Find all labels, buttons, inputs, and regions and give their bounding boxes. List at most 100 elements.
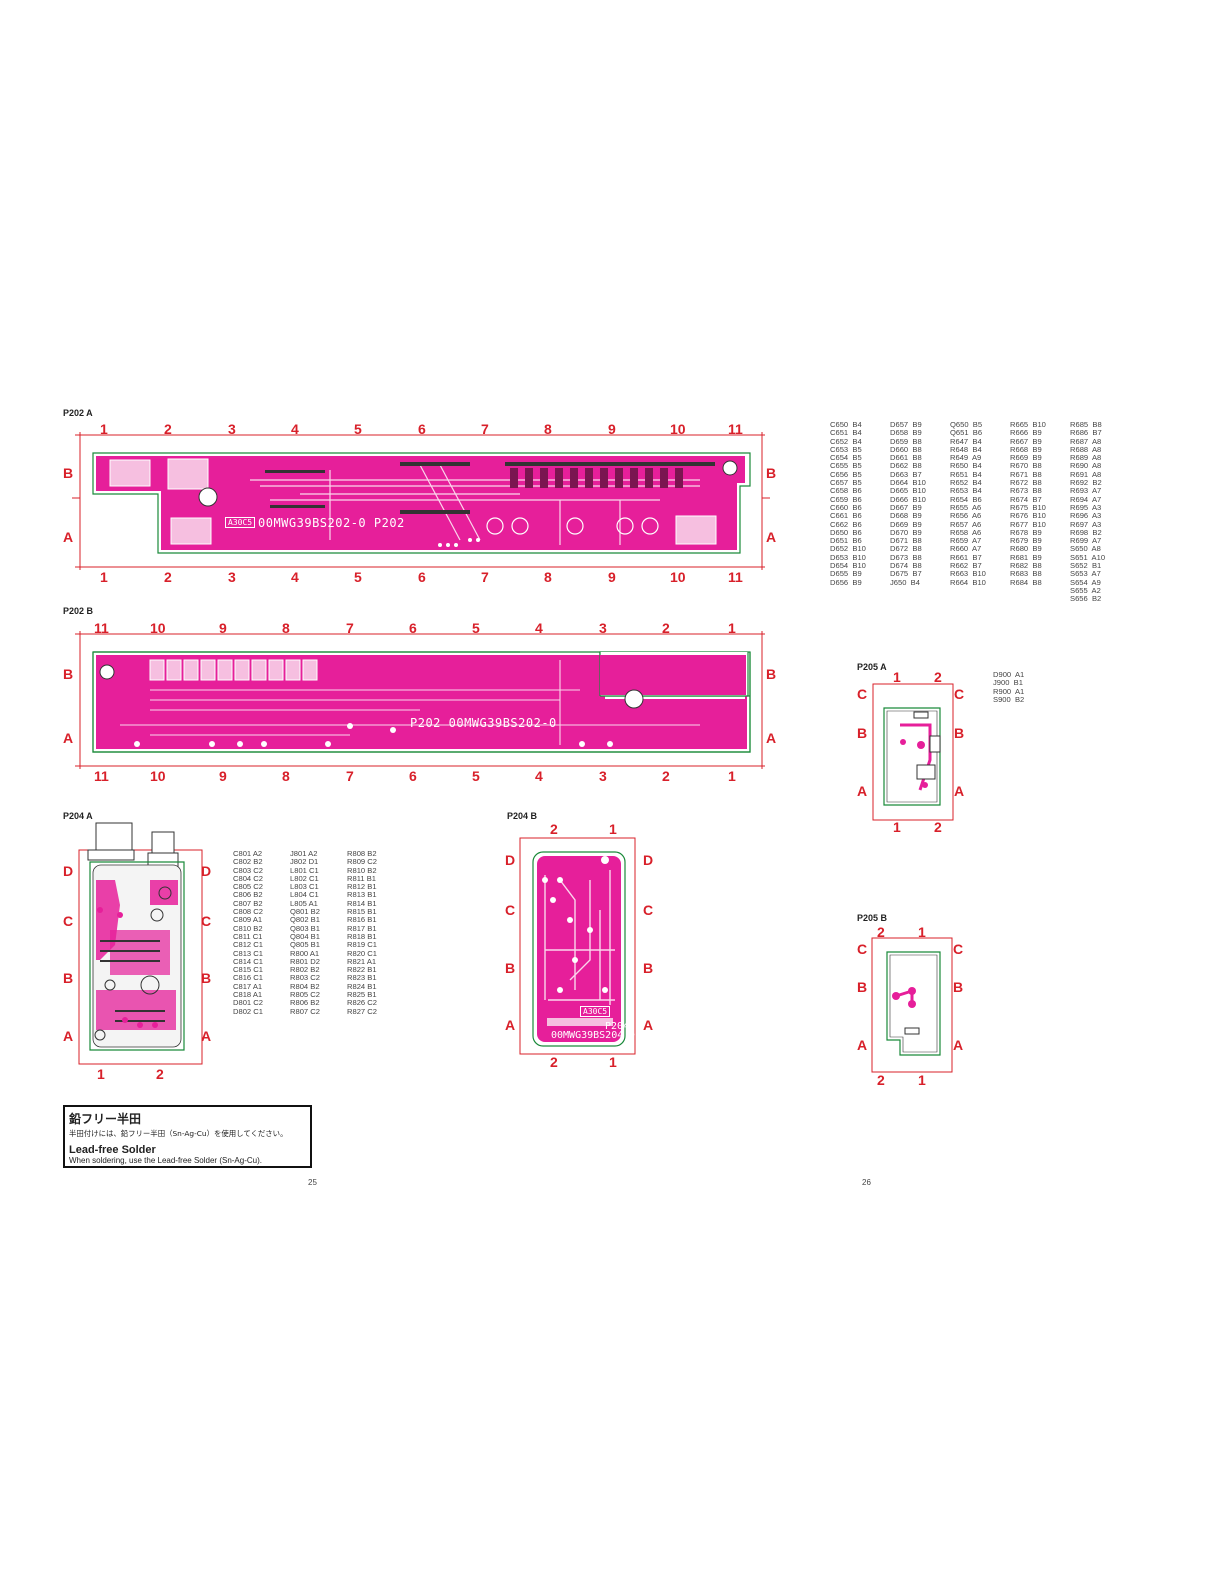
page-number-right: 26 — [862, 1178, 871, 1187]
p205a-row-b-right: B — [954, 725, 965, 741]
p202a-col-11-bottom: 11 — [728, 569, 743, 585]
p205-parts-list: D900 A1 J900 B1 R900 A1 S900 B2 — [993, 670, 1025, 704]
p202a-row-b-right: B — [766, 465, 777, 481]
p204-parts-col-1: C801 A2 C802 B2 C803 C2 C804 C2 C805 C2 … — [233, 849, 263, 1016]
p202-parts-col-3: Q650 B5 Q651 B6 R647 B4 R648 B4 R649 A9 … — [950, 420, 986, 587]
p202a-col-8-bottom: 8 — [544, 569, 552, 585]
p202b-col-11-bottom: 11 — [94, 768, 109, 784]
p202b-col-2-bottom: 2 — [662, 768, 670, 784]
p204b-col-1-bottom: 1 — [609, 1054, 617, 1070]
p204a-row-a-right: A — [201, 1028, 212, 1044]
p202a-row-b-left: B — [63, 465, 74, 481]
lead-free-notice: 鉛フリー半田 半田付けには、鉛フリー半田（Sn-Ag-Cu）を使用してください。… — [63, 1105, 312, 1168]
p204b-row-a-left: A — [505, 1017, 516, 1033]
p204a-row-a-left: A — [63, 1028, 74, 1044]
p202b-row-b-left: B — [63, 666, 74, 682]
p205a-row-b-left: B — [857, 725, 868, 741]
p204b-row-d-right: D — [643, 852, 654, 868]
p202a-col-10-bottom: 10 — [670, 569, 686, 585]
panel-title-p202b: P202 B — [63, 606, 94, 616]
p202a-chip-label: A30C5 — [225, 517, 256, 528]
p202b-col-4-top: 4 — [535, 620, 543, 636]
p205a-row-a-left: A — [857, 783, 868, 799]
panel-title-p204a: P204 A — [63, 811, 93, 821]
p202a-col-4-bottom: 4 — [291, 569, 299, 585]
p202b-col-3-bottom: 3 — [599, 768, 607, 784]
p202-parts-col-5: R685 B8 R686 B7 R687 A8 R688 A8 R689 A8 … — [1070, 420, 1106, 604]
p204b-col-2-bottom: 2 — [550, 1054, 558, 1070]
p205b-col-2-bottom: 2 — [877, 1072, 885, 1088]
p205b-col-1-top: 1 — [918, 924, 926, 940]
p204a-row-c-right: C — [201, 913, 212, 929]
p204a-row-c-left: C — [63, 913, 74, 929]
panel-title-p204b: P204 B — [507, 811, 538, 821]
p202b-col-3-top: 3 — [599, 620, 607, 636]
p204-parts-col-3: R808 B2 R809 C2 R810 B2 R811 B1 R812 B1 … — [347, 849, 377, 1016]
notice-jp-body: 半田付けには、鉛フリー半田（Sn-Ag-Cu）を使用してください。 — [69, 1129, 288, 1138]
p205b-col-2-top: 2 — [877, 924, 885, 940]
p202b-col-8-bottom: 8 — [282, 768, 290, 784]
panel-title-p202a: P202 A — [63, 408, 93, 418]
notice-en-title: Lead-free Solder — [69, 1144, 156, 1156]
notice-en-body: When soldering, use the Lead-free Solder… — [69, 1156, 262, 1165]
p202a-col-1-bottom: 1 — [100, 569, 108, 585]
p202a-col-7-bottom: 7 — [481, 569, 489, 585]
p202a-col-5-bottom: 5 — [354, 569, 362, 585]
p204a-col-1-bottom: 1 — [97, 1066, 105, 1082]
p204b-col-2-top: 2 — [550, 821, 558, 837]
p205b-row-b-left: B — [857, 979, 868, 995]
p205a-row-c-left: C — [857, 686, 868, 702]
p202a-col-11-top: 11 — [728, 421, 743, 437]
p202a-row-a-right: A — [766, 529, 777, 545]
p202b-col-7-top: 7 — [346, 620, 354, 636]
p205b-row-c-left: C — [857, 941, 868, 957]
p202a-col-4-top: 4 — [291, 421, 299, 437]
p202a-col-2-top: 2 — [164, 421, 172, 437]
p205b-row-b-right: B — [953, 979, 964, 995]
p204a-row-d-right: D — [201, 863, 212, 879]
p204a-row-b-left: B — [63, 970, 74, 986]
p202a-col-3-top: 3 — [228, 421, 236, 437]
p202b-col-6-top: 6 — [409, 620, 417, 636]
p202b-col-10-bottom: 10 — [150, 768, 166, 784]
p202-parts-col-4: R665 B10 R666 B9 R667 B9 R668 B9 R669 B9… — [1010, 420, 1046, 587]
page-number-left: 25 — [308, 1178, 317, 1187]
p202a-row-a-left: A — [63, 529, 74, 545]
p202b-col-9-bottom: 9 — [219, 768, 227, 784]
p205a-col-2-bottom: 2 — [934, 819, 942, 835]
p202a-board-code: 00MWG39BS202-0 P202 — [258, 516, 405, 530]
p202b-col-5-top: 5 — [472, 620, 480, 636]
p202a-col-6-bottom: 6 — [418, 569, 426, 585]
p202b-row-b-right: B — [766, 666, 777, 682]
p202-parts-col-2: D657 B9 D658 B9 D659 B8 D660 B8 D661 B8 … — [890, 420, 926, 587]
p205a-row-c-right: C — [954, 686, 965, 702]
p202b-row-a-left: A — [63, 730, 74, 746]
p204b-row-b-left: B — [505, 960, 516, 976]
p202b-col-10-top: 10 — [150, 620, 166, 636]
p202a-col-8-top: 8 — [544, 421, 552, 437]
p202-parts-col-1: C650 B4 C651 B4 C652 B4 C653 B5 C654 B5 … — [830, 420, 866, 587]
p205a-col-1-bottom: 1 — [893, 819, 901, 835]
p202b-col-2-top: 2 — [662, 620, 670, 636]
p204b-board-code: 00MWG39BS204 0 — [551, 1030, 636, 1041]
p205b-row-a-right: A — [953, 1037, 964, 1053]
p204a-row-b-right: B — [201, 970, 212, 986]
p202a-col-5-top: 5 — [354, 421, 362, 437]
p205b-col-1-bottom: 1 — [918, 1072, 926, 1088]
p202b-col-5-bottom: 5 — [472, 768, 480, 784]
p202b-row-a-right: A — [766, 730, 777, 746]
p204b-row-c-right: C — [643, 902, 654, 918]
p202b-col-1-top: 1 — [728, 620, 736, 636]
p205a-col-2-top: 2 — [934, 669, 942, 685]
p204b-row-b-right: B — [643, 960, 654, 976]
p202b-board-code: P202 00MWG39BS202-0 — [410, 716, 557, 730]
panel-title-p205b: P205 B — [857, 913, 888, 923]
p202a-col-3-bottom: 3 — [228, 569, 236, 585]
p202b-col-11-top: 11 — [94, 620, 109, 636]
